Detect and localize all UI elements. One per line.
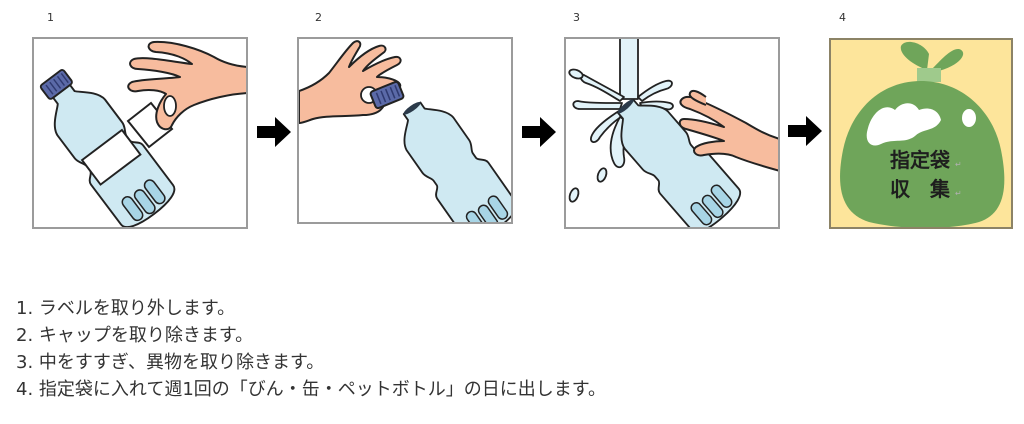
designated-bag-illustration: 指定袋 ↵ 収 集 ↵ <box>840 41 1005 227</box>
arrow-right-icon-2 <box>522 117 556 147</box>
paragraph-mark: ↵ <box>955 189 962 198</box>
water-icon <box>568 39 674 203</box>
arrow-right-icon-3 <box>788 116 822 146</box>
bag-label-line-2: 収 集 <box>890 177 951 201</box>
rinse-bottle-illustration <box>568 39 778 227</box>
paragraph-mark: ↵ <box>955 160 962 169</box>
step-number-4: 4 <box>839 11 846 24</box>
step-4-panel: 指定袋 ↵ 収 集 ↵ <box>829 38 1013 229</box>
instruction-item-4: 4. 指定袋に入れて週1回の「びん・缶・ペットボトル」の日に出します。 <box>16 379 607 400</box>
step-number-1: 1 <box>47 11 54 24</box>
garbage-bag-icon <box>840 41 1005 227</box>
step-number-3: 3 <box>573 11 580 24</box>
instruction-item-3: 3. 中をすすぎ、異物を取り除きます。 <box>16 352 325 373</box>
bottle-icon <box>385 89 511 222</box>
hand-icon <box>299 40 402 124</box>
step-number-2: 2 <box>315 11 322 24</box>
peeled-label-icon <box>126 101 174 149</box>
instruction-item-2: 2. キャップを取り除きます。 <box>16 325 254 346</box>
instruction-list: 1. ラベルを取り外します。 2. キャップを取り除きます。 3. 中をすすぎ、… <box>16 295 606 403</box>
remove-label-illustration <box>34 40 246 227</box>
instruction-item-1: 1. ラベルを取り外します。 <box>16 298 236 319</box>
hand-icon <box>678 89 778 172</box>
bag-label-line-1: 指定袋 <box>890 148 951 172</box>
hand-icon <box>127 40 246 131</box>
arrow-right-icon-1 <box>257 117 291 147</box>
bottle-icon <box>34 67 182 227</box>
step-3-panel <box>564 37 780 229</box>
step-1-panel <box>32 37 248 229</box>
bottle-icon <box>601 84 747 227</box>
remove-cap-illustration <box>299 40 511 222</box>
step-2-panel <box>297 37 513 224</box>
